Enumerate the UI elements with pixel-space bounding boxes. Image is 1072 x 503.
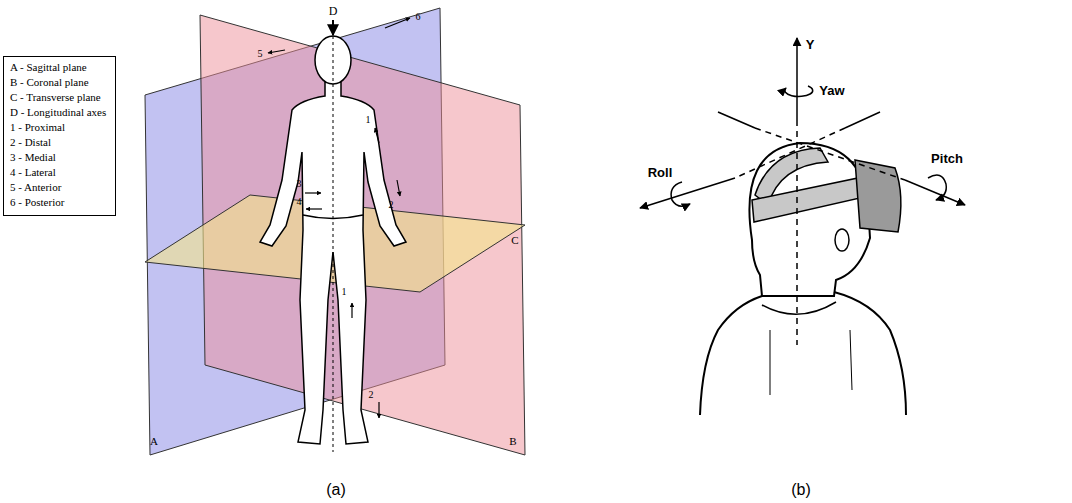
key-entry: 3 - Medial [10,150,109,165]
rotation-axes [640,38,965,345]
axis-label: Yaw [819,84,844,97]
key-entry: 6 - Posterior [10,195,109,210]
axis-label: Pitch [931,152,963,165]
plane-letter: A [150,436,158,447]
key-entry: 4 - Lateral [10,165,109,180]
plane-letter: B [509,436,516,447]
callout-number: 2 [389,200,394,210]
axis-arrow [332,20,334,35]
direction-arrows [268,18,410,418]
key-box: A - Sagittal planeB - Coronal planeC - T… [3,56,116,216]
axis-label: Y [806,38,815,51]
callout-number: 6 [416,12,421,22]
axis-letter: D [329,5,338,17]
axis-label: Roll [648,166,673,179]
callout-number: 1 [366,115,371,125]
key-entry: 2 - Distal [10,135,109,150]
vr-headset [752,148,901,251]
key-entry: 1 - Proximal [10,120,109,135]
panel-caption: (b) [791,482,811,498]
key-entry: C - Transverse plane [10,90,109,105]
key-entry: A - Sagittal plane [10,60,109,75]
callout-number: 3 [297,179,302,189]
callout-number: 5 [258,49,263,59]
plane-letter: C [511,235,518,246]
callout-number: 4 [297,197,302,207]
head-outline [700,143,906,415]
longitudinal-axis [333,36,334,452]
callout-number: 1 [342,287,347,297]
callout-number: 2 [369,390,374,400]
key-entry: 5 - Anterior [10,180,109,195]
key-entry: B - Coronal plane [10,75,109,90]
panel-caption: (a) [326,482,346,498]
key-entry: D - Longitudinal axes [10,105,109,120]
